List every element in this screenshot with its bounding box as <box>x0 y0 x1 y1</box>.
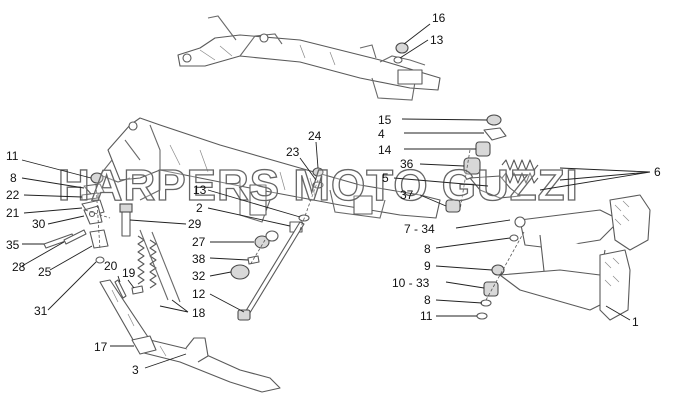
callout-13-top: 13 <box>430 33 444 47</box>
washer-31 <box>95 256 105 264</box>
callout-10-33: 10 - 33 <box>392 276 430 290</box>
bushing-16 <box>395 42 409 54</box>
bolt-19 <box>131 285 144 295</box>
pin-20 <box>114 279 127 299</box>
callout-18: 18 <box>192 306 206 320</box>
footrest-assembly-1 <box>499 194 651 321</box>
washer-8-right-b <box>480 299 492 307</box>
main-frame-section <box>99 117 441 223</box>
callout-22: 22 <box>6 188 20 202</box>
sensor-29 <box>119 203 133 237</box>
dashed-axis-left <box>84 184 111 251</box>
washer-13-top <box>393 56 403 64</box>
callout-17: 17 <box>94 340 108 354</box>
callout-29: 29 <box>188 217 202 231</box>
bracket-8-left <box>83 183 105 196</box>
callout-27: 27 <box>192 235 206 249</box>
bushing-rubber-mid <box>265 230 279 242</box>
bolt-22 <box>81 192 99 201</box>
circlip-11-right <box>476 312 488 320</box>
callout-11-right: 11 <box>420 309 433 323</box>
callout-35: 35 <box>6 238 20 252</box>
callout-31: 31 <box>34 304 48 318</box>
callout-16: 16 <box>432 11 446 25</box>
plate-4 <box>483 127 507 141</box>
upper-frame-tube <box>177 15 441 101</box>
leader-lines <box>21 23 651 369</box>
bushing-15 <box>486 114 502 126</box>
dashed-axis-right <box>459 149 525 301</box>
callout-12: 12 <box>192 287 206 301</box>
callout-21: 21 <box>6 206 20 220</box>
bolt-28 <box>63 229 87 245</box>
callout-37: 37 <box>400 188 414 202</box>
springs-18 <box>137 229 181 303</box>
bushing-10-33 <box>483 281 499 297</box>
callout-38: 38 <box>192 252 206 266</box>
side-stand-3 <box>99 279 281 393</box>
callout-14: 14 <box>378 143 392 157</box>
rubber-32 <box>230 264 250 280</box>
bolt-38 <box>247 255 260 265</box>
callout-30: 30 <box>32 217 46 231</box>
callout-1: 1 <box>632 315 639 329</box>
bracket-17 <box>131 335 157 355</box>
callout-11-left: 11 <box>6 149 19 163</box>
callout-13-mid: 13 <box>193 183 207 197</box>
washer-8-right-a <box>509 234 519 242</box>
callout-7-34: 7 - 34 <box>404 222 435 236</box>
bushing-14 <box>475 141 491 157</box>
callout-28: 28 <box>12 260 26 274</box>
callout-23: 23 <box>286 145 300 159</box>
callout-3: 3 <box>132 363 139 377</box>
callout-24: 24 <box>308 129 322 143</box>
callout-25: 25 <box>38 265 52 279</box>
callout-5: 5 <box>382 171 389 185</box>
callout-9: 9 <box>424 259 431 273</box>
pin-9 <box>491 264 505 276</box>
callout-36: 36 <box>400 157 414 171</box>
callout-8-right-a: 8 <box>424 242 431 256</box>
callout-8-right-b: 8 <box>424 293 431 307</box>
callout-labels: 16 13 15 4 14 36 5 6 37 7 - 34 8 9 10 - … <box>6 11 661 377</box>
callout-2: 2 <box>196 201 203 215</box>
springs-6 <box>501 159 539 184</box>
bracket-5 <box>469 175 521 199</box>
plate-25 <box>89 229 109 249</box>
bushing-27 <box>254 235 270 249</box>
watermark-text: HARPERS MOTO GUZZI <box>58 161 579 210</box>
dashed-axis-mid <box>249 179 319 266</box>
callout-6: 6 <box>654 165 661 179</box>
long-bolt-12 <box>237 221 305 321</box>
callout-32: 32 <box>192 269 206 283</box>
callout-4: 4 <box>378 127 385 141</box>
callout-8-left: 8 <box>10 171 17 185</box>
callout-15: 15 <box>378 113 392 127</box>
callout-20: 20 <box>104 259 118 273</box>
callout-19: 19 <box>122 266 136 280</box>
